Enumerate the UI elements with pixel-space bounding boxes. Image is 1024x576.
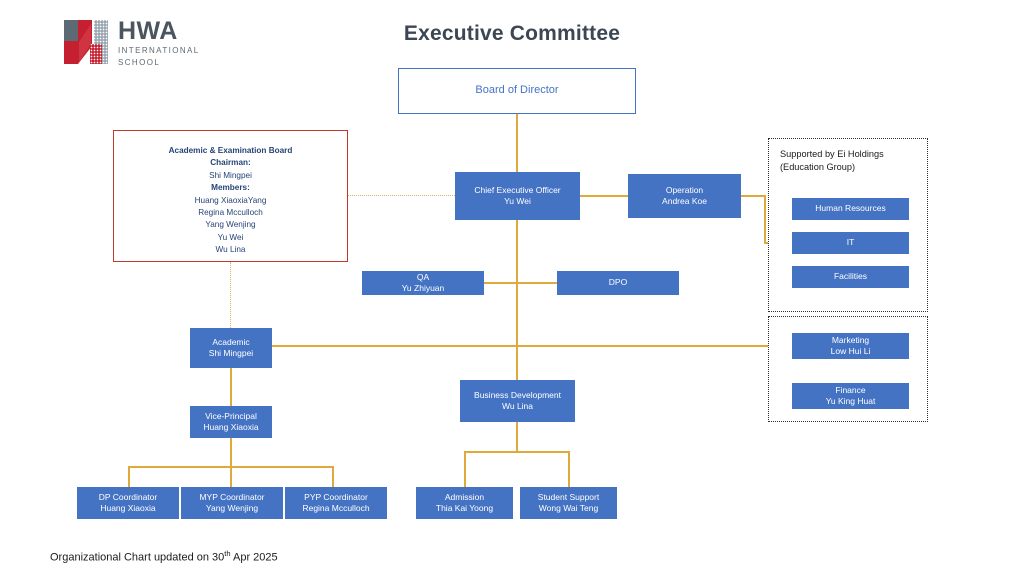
node-person: Yang Wenjing xyxy=(205,503,259,513)
node-title: Facilities xyxy=(833,271,868,282)
node-person: Yu King Huat xyxy=(825,396,876,406)
node-board-of-director[interactable]: Board of Director xyxy=(398,68,636,114)
connector-academic-to-vp xyxy=(230,368,232,406)
node-vice-principal[interactable]: Vice-Principal Huang Xiaoxia xyxy=(190,406,272,438)
connector-to-admission xyxy=(464,451,466,488)
node-person: Shi Mingpei xyxy=(208,348,254,358)
connector-operation-elbow-top xyxy=(740,195,766,197)
node-title: Chief Executive Officer xyxy=(474,184,561,195)
node-human-resources[interactable]: Human Resources xyxy=(792,198,909,220)
footer-ordinal: th xyxy=(224,549,231,558)
connector-aeb-to-academic-dotted xyxy=(230,262,231,330)
node-title: Marketing xyxy=(831,334,870,345)
connector-bizdev-stem xyxy=(516,422,518,452)
node-it[interactable]: IT xyxy=(792,232,909,254)
connector-ceo-to-operation xyxy=(580,195,628,197)
node-title: Finance xyxy=(835,384,866,395)
footer-text-after: Apr 2025 xyxy=(230,551,278,564)
node-person: Andrea Koe xyxy=(662,196,707,206)
node-qa[interactable]: QA Yu Zhiyuan xyxy=(362,271,484,295)
node-person: Yu Zhiyuan xyxy=(401,283,445,293)
node-operation[interactable]: Operation Andrea Koe xyxy=(628,174,741,218)
connector-to-dp-coordinator xyxy=(128,466,130,488)
node-person: Huang Xiaoxia xyxy=(203,422,259,432)
footer-updated-note: Organizational Chart updated on 30th Apr… xyxy=(50,549,278,564)
node-title: Vice-Principal xyxy=(205,410,257,421)
support-group-label-line1: Supported by Ei Holdings xyxy=(780,149,884,159)
node-title: Business Development xyxy=(474,389,561,400)
connector-bizdev-bus xyxy=(464,451,569,453)
node-marketing[interactable]: Marketing Low Hui Li xyxy=(792,333,909,359)
node-title: PYP Coordinator xyxy=(304,491,368,502)
brand-line1: INTERNATIONAL xyxy=(118,46,200,55)
node-person: Huang Xiaoxia xyxy=(100,503,156,513)
node-pyp-coordinator[interactable]: PYP Coordinator Regina Mcculloch xyxy=(285,487,387,519)
node-title: MYP Coordinator xyxy=(199,491,265,502)
node-facilities[interactable]: Facilities xyxy=(792,266,909,288)
node-admission[interactable]: Admission Thia Kai Yoong xyxy=(416,487,513,519)
connector-to-pyp-coordinator xyxy=(332,466,334,488)
connector-operation-elbow-vert xyxy=(764,195,766,243)
node-title: Operation xyxy=(665,184,704,195)
node-title: DPO xyxy=(608,277,628,288)
connector-to-student-support xyxy=(568,451,570,488)
brand-name: HWA xyxy=(118,17,178,45)
page-title: Executive Committee xyxy=(403,22,621,45)
node-dpo[interactable]: DPO xyxy=(557,271,679,295)
hwa-logo-text: HWA INTERNATIONAL SCHOOL xyxy=(118,18,240,68)
node-student-support[interactable]: Student Support Wong Wai Teng xyxy=(520,487,617,519)
node-person: Yu Wei xyxy=(504,196,531,206)
aeb-members-label: Members: xyxy=(211,183,250,193)
aeb-member: Regina Mcculloch xyxy=(198,208,263,218)
connector-to-myp-coordinator xyxy=(230,466,232,488)
node-person: Low Hui Li xyxy=(830,346,871,356)
support-group-label: Supported by Ei Holdings (Education Grou… xyxy=(780,148,925,174)
node-title: Board of Director xyxy=(475,84,559,97)
connector-academic-to-support-group xyxy=(272,345,771,347)
node-title: IT xyxy=(846,237,855,248)
academic-examination-board-panel: Academic & Examination Board Chairman: S… xyxy=(113,130,348,262)
aeb-member: Yu Wei xyxy=(217,232,244,242)
node-title: Human Resources xyxy=(815,203,886,214)
hwa-logo: HWA INTERNATIONAL SCHOOL xyxy=(60,16,240,68)
node-title: QA xyxy=(416,271,430,282)
node-academic[interactable]: Academic Shi Mingpei xyxy=(190,328,272,368)
connector-ceo-trunk xyxy=(516,220,518,381)
connector-board-to-ceo xyxy=(516,114,518,172)
footer-text-before: Organizational Chart updated on 30 xyxy=(50,551,225,564)
node-person: Thia Kai Yoong xyxy=(435,503,494,513)
node-person: Regina Mcculloch xyxy=(302,503,370,513)
connector-aeb-to-ceo-dotted xyxy=(348,195,455,196)
node-business-development[interactable]: Business Development Wu Lina xyxy=(460,380,575,422)
connector-ceo-to-dpo xyxy=(484,282,568,284)
node-chief-executive-officer[interactable]: Chief Executive Officer Yu Wei xyxy=(455,172,580,220)
support-group-label-line2: (Education Group) xyxy=(780,162,856,172)
node-dp-coordinator[interactable]: DP Coordinator Huang Xiaoxia xyxy=(77,487,179,519)
node-myp-coordinator[interactable]: MYP Coordinator Yang Wenjing xyxy=(181,487,283,519)
aeb-chairman-name: Shi Mingpei xyxy=(209,170,252,180)
brand-line2: SCHOOL xyxy=(118,58,161,67)
node-person: Wu Lina xyxy=(501,401,534,411)
aeb-chairman-label: Chairman: xyxy=(210,158,251,168)
node-title: Admission xyxy=(444,491,485,502)
node-person: Wong Wai Teng xyxy=(538,503,599,513)
node-title: Student Support xyxy=(537,491,600,502)
node-finance[interactable]: Finance Yu King Huat xyxy=(792,383,909,409)
hwa-monogram-icon xyxy=(60,16,112,68)
connector-vp-stem xyxy=(230,437,232,467)
aeb-member: Wu Lina xyxy=(215,245,246,255)
aeb-member: Huang XiaoxiaYang xyxy=(194,195,267,205)
aeb-heading: Academic & Examination Board xyxy=(168,146,293,155)
node-title: DP Coordinator xyxy=(98,491,158,502)
aeb-member: Yang Wenjing xyxy=(205,220,256,230)
node-title: Academic xyxy=(212,336,250,347)
